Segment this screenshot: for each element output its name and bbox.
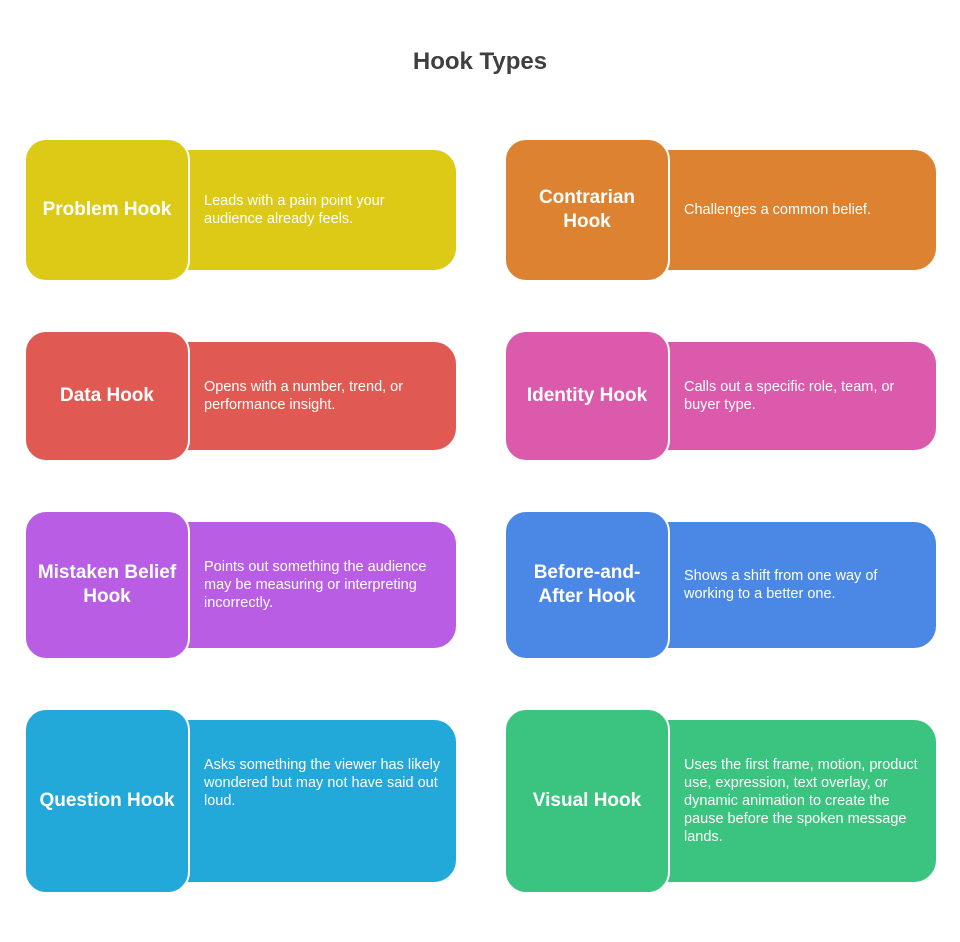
hook-card-mistaken-belief: Mistaken Belief Hook Points out somethin… [24, 510, 456, 660]
hook-label-visual: Visual Hook [504, 708, 670, 894]
hook-label-identity: Identity Hook [504, 330, 670, 462]
hook-label-problem: Problem Hook [24, 138, 190, 282]
hook-card-data: Data Hook Opens with a number, trend, or… [24, 330, 456, 462]
hook-card-contrarian: Contrarian Hook Challenges a common beli… [504, 138, 936, 282]
hook-description-contrarian: Challenges a common belief. [666, 150, 936, 270]
hook-label-mistaken-belief: Mistaken Belief Hook [24, 510, 190, 660]
hook-description-mistaken-belief: Points out something the audience may be… [186, 522, 456, 648]
hook-card-problem: Problem Hook Leads with a pain point you… [24, 138, 456, 282]
hook-description-before-and-after: Shows a shift from one way of working to… [666, 522, 936, 648]
hook-description-visual: Uses the first frame, motion, product us… [666, 720, 936, 882]
hook-description-question: Asks something the viewer has likely won… [186, 720, 456, 882]
hook-label-before-and-after: Before-and-After Hook [504, 510, 670, 660]
hook-card-visual: Visual Hook Uses the first frame, motion… [504, 708, 936, 894]
hook-label-data: Data Hook [24, 330, 190, 462]
hook-label-contrarian: Contrarian Hook [504, 138, 670, 282]
hook-label-question: Question Hook [24, 708, 190, 894]
hook-card-identity: Identity Hook Calls out a specific role,… [504, 330, 936, 462]
diagram-title: Hook Types [412, 48, 548, 75]
hook-description-identity: Calls out a specific role, team, or buye… [666, 342, 936, 450]
hook-card-before-and-after: Before-and-After Hook Shows a shift from… [504, 510, 936, 660]
hook-card-question: Question Hook Asks something the viewer … [24, 708, 456, 894]
hook-description-data: Opens with a number, trend, or performan… [186, 342, 456, 450]
hook-description-problem: Leads with a pain point your audience al… [186, 150, 456, 270]
